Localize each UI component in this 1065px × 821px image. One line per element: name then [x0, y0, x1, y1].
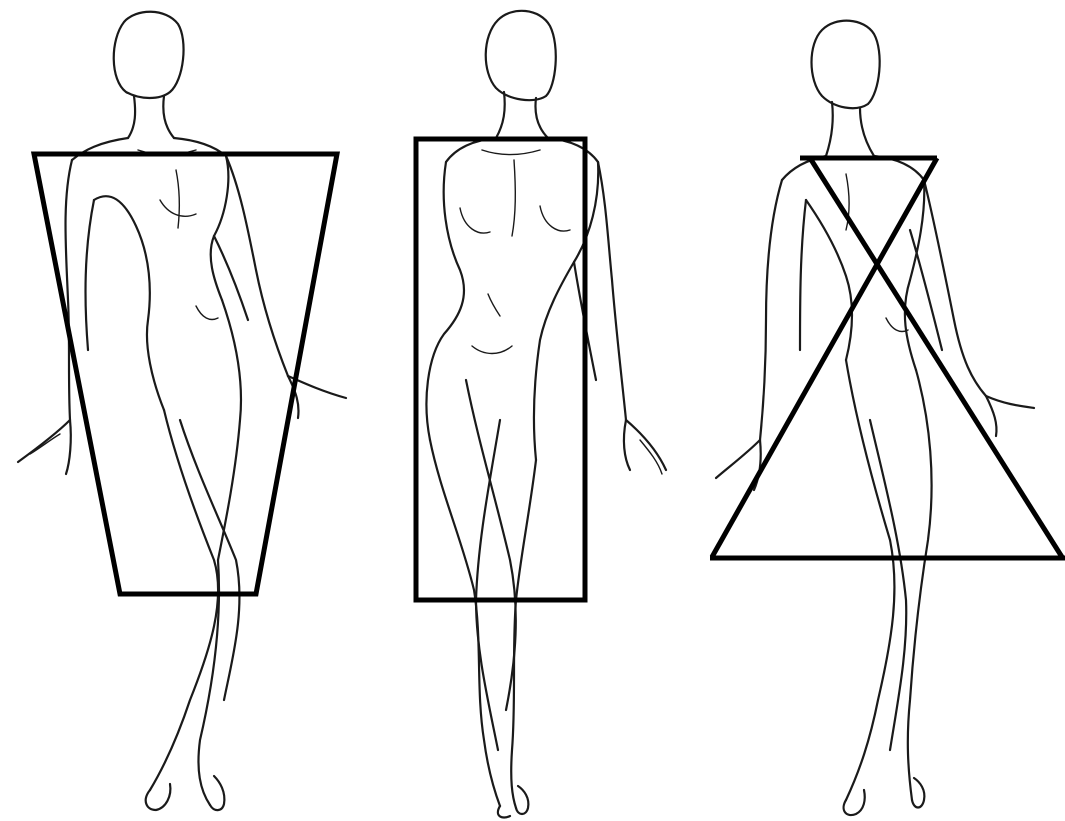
overlay-shape-left [34, 154, 337, 594]
figure-sketch-center [426, 11, 666, 818]
head-left [114, 12, 184, 98]
figure-sketch-right [716, 21, 1034, 815]
figure-sketch-left [18, 12, 346, 810]
head-right [812, 21, 880, 109]
triangle-left-edge [810, 158, 1062, 557]
head-center [486, 11, 556, 100]
rectangle-outline [416, 139, 585, 600]
triangle-right-edge [712, 158, 937, 557]
inverted-trapezoid-outline [34, 154, 337, 594]
overlay-shape-center [416, 139, 585, 600]
